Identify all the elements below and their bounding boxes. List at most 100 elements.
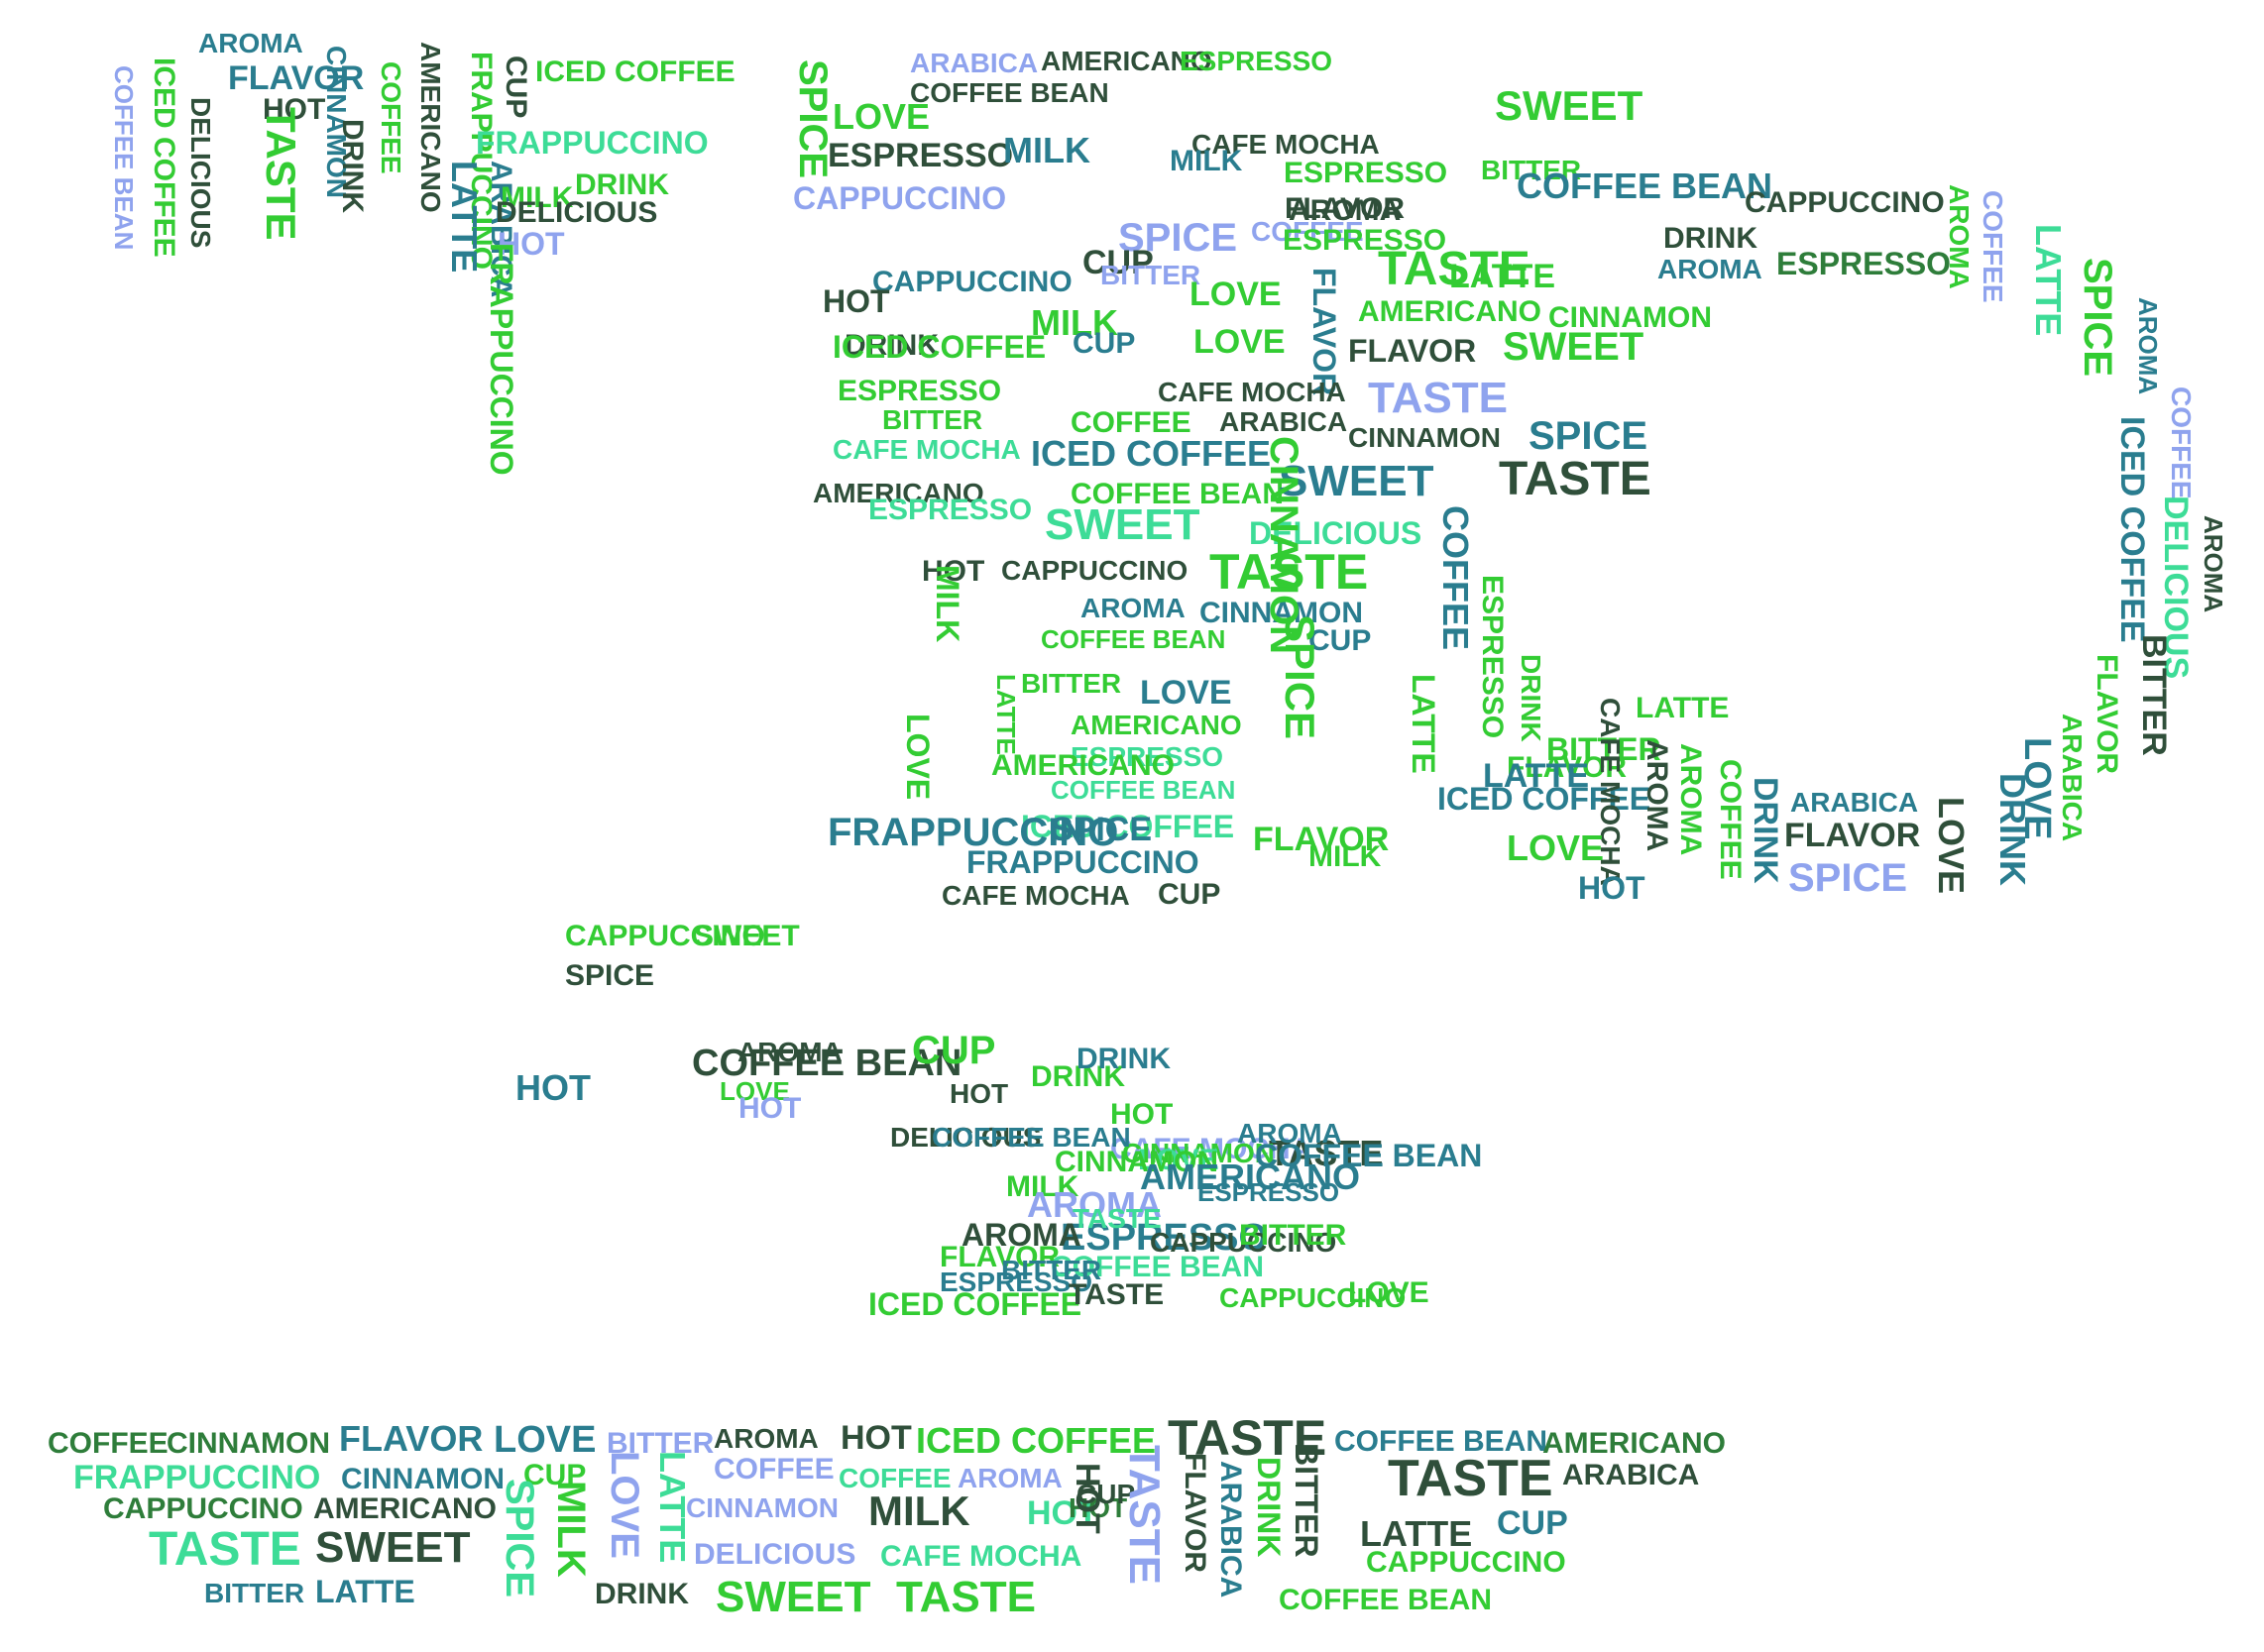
- word-latte: LATTE: [2028, 224, 2069, 337]
- word-bitter: BITTER: [607, 1427, 715, 1460]
- word-spice: SPICE: [498, 1479, 541, 1598]
- word-americano: AMERICANO: [991, 749, 1175, 782]
- word-iced-coffee: ICED COFFEE: [1437, 781, 1651, 817]
- word-aroma: AROMA: [1944, 184, 1975, 289]
- word-aroma: AROMA: [958, 1463, 1063, 1493]
- word-flavor: FLAVOR: [1179, 1453, 1211, 1574]
- word-aroma: AROMA: [1674, 743, 1707, 856]
- word-latte: LATTE: [991, 674, 1021, 755]
- word-espresso: ESPRESSO: [940, 1267, 1093, 1297]
- word-love: LOVE: [1931, 797, 1972, 895]
- word-delicious: DELICIOUS: [890, 1122, 1042, 1153]
- word-aroma: AROMA: [2133, 297, 2163, 395]
- word-taste: TASTE: [896, 1573, 1036, 1621]
- word-coffee-bean: COFFEE BEAN: [1041, 624, 1226, 654]
- word-hot: HOT: [922, 555, 985, 588]
- word-love: LOVE: [1138, 1144, 1219, 1176]
- word-hot: HOT: [738, 1092, 802, 1125]
- word-cafe-mocha: CAFE MOCHA: [833, 434, 1021, 465]
- word-cup: CUP: [1497, 1504, 1568, 1542]
- word-love: LOVE: [1193, 323, 1286, 361]
- word-iced-coffee: ICED COFFEE: [868, 1286, 1082, 1322]
- word-americano: AMERICANO: [1140, 1156, 1360, 1197]
- word-sweet: SWEET: [315, 1523, 471, 1572]
- word-flavor: FLAVOR: [1507, 751, 1628, 784]
- word-frappuccino: FRAPPUCCINO: [476, 125, 709, 161]
- word-iced-coffee: ICED COFFEE: [2113, 416, 2151, 643]
- word-cappuccino: CAPPUCCINO: [872, 266, 1073, 298]
- word-hot: HOT: [263, 93, 326, 126]
- word-taste: TASTE: [1120, 1445, 1169, 1585]
- word-cappuccino: CAPPUCCINO: [1219, 1282, 1407, 1313]
- word-latte: LATTE: [1360, 1513, 1473, 1554]
- word-cup: CUP: [1073, 327, 1136, 360]
- word-drink: DRINK: [1076, 1043, 1171, 1075]
- word-bitter: BITTER: [1481, 155, 1582, 185]
- word-cafe-mocha: CAFE MOCHA: [1110, 1133, 1312, 1165]
- word-drink: DRINK: [845, 329, 939, 362]
- word-love: LOVE: [1348, 1276, 1429, 1309]
- word-cafe-mocha: CAFE MOCHA: [942, 880, 1130, 911]
- word-coffee: COFFEE: [1435, 505, 1476, 651]
- word-bitter: BITTER: [204, 1578, 305, 1608]
- word-cup: CUP: [500, 55, 532, 119]
- word-cappuccino: CAPPUCCINO: [1366, 1546, 1566, 1579]
- word-taste: TASTE: [1378, 243, 1530, 295]
- word-milk: MILK: [930, 565, 965, 643]
- word-coffee-bean: COFFEE BEAN: [1051, 1251, 1265, 1283]
- word-spice: SPICE: [791, 59, 835, 179]
- word-hot: HOT: [823, 283, 890, 319]
- word-drink: DRINK: [1663, 222, 1757, 255]
- word-americano: AMERICANO: [813, 478, 984, 508]
- word-cinnamon: CINNAMON: [1199, 597, 1363, 629]
- word-hot: HOT: [1027, 1494, 1098, 1532]
- word-spice: SPICE: [1118, 216, 1238, 260]
- word-cappuccino: CAPPUCCINO: [793, 180, 1007, 216]
- word-frappuccino: FRAPPUCCINO: [73, 1459, 321, 1496]
- word-americano: AMERICANO: [1041, 46, 1212, 76]
- word-delicious: DELICIOUS: [496, 196, 658, 229]
- word-aroma: AROMA: [1080, 593, 1186, 623]
- word-bitter: BITTER: [2135, 634, 2173, 756]
- word-flavor: FLAVOR: [1348, 333, 1477, 369]
- word-sweet: SWEET: [1495, 82, 1643, 129]
- word-espresso: ESPRESSO: [1284, 157, 1448, 189]
- word-cappuccino: CAPPUCCINO: [1001, 555, 1189, 586]
- word-americano: AMERICANO: [1358, 295, 1541, 328]
- word-bitter: BITTER: [1289, 1443, 1324, 1558]
- word-latte: LATTE: [1483, 757, 1590, 795]
- word-hot: HOT: [498, 226, 565, 262]
- word-taste: TASTE: [1499, 453, 1651, 505]
- word-sweet: SWEET: [694, 920, 800, 952]
- word-arabica: ARABICA: [1219, 406, 1348, 437]
- word-bitter: BITTER: [1239, 1219, 1347, 1252]
- word-espresso: ESPRESSO: [1776, 246, 1952, 281]
- word-latte: LATTE: [1636, 692, 1730, 724]
- word-spice: SPICE: [1788, 856, 1908, 900]
- word-cappuccino: CAPPUCCINO: [1745, 186, 1945, 219]
- word-frappuccino: FRAPPUCCINO: [484, 243, 519, 476]
- word-americano: AMERICANO: [415, 42, 446, 213]
- word-cup: CUP: [912, 1029, 996, 1072]
- word-coffee: COFFEE: [2166, 386, 2197, 499]
- word-spice: SPICE: [2076, 258, 2119, 378]
- word-coffee: COFFEE: [714, 1453, 835, 1486]
- word-hot: HOT: [1578, 870, 1645, 906]
- word-sweet: SWEET: [1279, 457, 1434, 505]
- word-drink: DRINK: [575, 168, 669, 201]
- word-flavor: FLAVOR: [339, 1418, 484, 1459]
- word-coffee: COFFEE: [1978, 190, 2008, 303]
- word-latte: LATTE: [652, 1451, 693, 1564]
- word-cafe-mocha: CAFE MOCHA: [880, 1540, 1082, 1573]
- word-espresso: ESPRESSO: [1061, 1217, 1269, 1259]
- word-drink: DRINK: [336, 119, 369, 213]
- word-coffee: COFFEE: [376, 61, 406, 174]
- word-aroma: AROMA: [714, 1423, 819, 1454]
- word-flavor: FLAVOR: [940, 1241, 1061, 1273]
- word-coffee-bean: COFFEE BEAN: [1051, 775, 1236, 805]
- word-cup: CUP: [1076, 1479, 1136, 1509]
- word-taste: TASTE: [1069, 1278, 1165, 1311]
- word-milk: MILK: [868, 1487, 970, 1534]
- word-espresso: ESPRESSO: [838, 375, 1002, 407]
- word-iced-coffee: ICED COFFEE: [1021, 809, 1235, 844]
